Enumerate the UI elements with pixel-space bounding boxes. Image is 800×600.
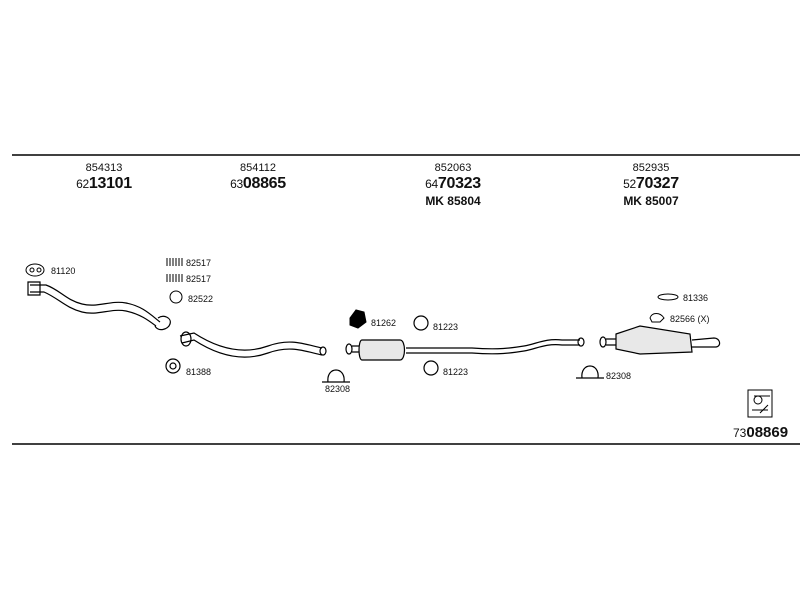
reference-prefix: 73	[733, 426, 747, 440]
ring-gasket-icon	[423, 360, 439, 376]
header-column-2: 854112 6308865	[230, 162, 286, 194]
part-number-small: 854112	[240, 162, 276, 174]
header-column-1: 854313 6213101	[76, 162, 132, 194]
header-column-4: 852935 5270327 MK 85007	[623, 162, 679, 208]
ring-gasket-icon	[165, 358, 181, 374]
part-label: 81336	[683, 293, 709, 303]
mk-number: MK 85804	[425, 194, 481, 208]
spring-icon	[166, 258, 183, 266]
catalog-logo-icon	[747, 389, 773, 418]
ring-gasket-icon	[169, 290, 183, 304]
bracket-icon	[657, 293, 679, 301]
number-main: 70327	[635, 175, 679, 192]
part-number-small: 854313	[85, 162, 123, 174]
number-prefix: 62	[76, 177, 89, 191]
number-main: 08865	[242, 175, 286, 192]
part-label: 82566 (X)	[670, 314, 710, 324]
number-main: 13101	[88, 175, 132, 192]
part-label: 82522	[188, 294, 214, 304]
number-prefix: 64	[425, 177, 438, 191]
clamp-icon	[576, 365, 604, 379]
part-label: 82517	[186, 258, 212, 268]
part-label: 81388	[186, 367, 212, 377]
spring-icon	[166, 274, 183, 282]
part-label: 81262	[371, 318, 397, 328]
number-prefix: 63	[230, 177, 243, 191]
reference-main: 08869	[746, 424, 789, 441]
bracket-icon	[649, 313, 665, 323]
part-label: 82517	[186, 274, 212, 284]
front-pipe	[27, 281, 171, 331]
part-label: 81120	[51, 266, 76, 276]
part-number-small: 852935	[632, 162, 670, 174]
mk-number: MK 85007	[623, 194, 679, 208]
intermediate-pipe	[179, 331, 327, 358]
clamp-icon	[322, 369, 350, 383]
gasket-icon	[25, 263, 45, 277]
number-main: 70323	[437, 175, 481, 192]
ring-gasket-icon	[413, 315, 429, 331]
rubber-mount-icon	[349, 309, 367, 329]
number-prefix: 52	[623, 177, 636, 191]
header-column-3: 852063 6470323 MK 85804	[425, 162, 481, 208]
middle-silencer	[345, 337, 585, 361]
part-label: 81223	[433, 322, 459, 332]
part-number-small: 852063	[434, 162, 472, 174]
part-label: 82308	[606, 371, 632, 381]
part-label: 81223	[443, 367, 469, 377]
rear-silencer	[599, 325, 721, 355]
reference-number: 7308869	[733, 424, 788, 441]
part-label: 82308	[325, 384, 351, 394]
